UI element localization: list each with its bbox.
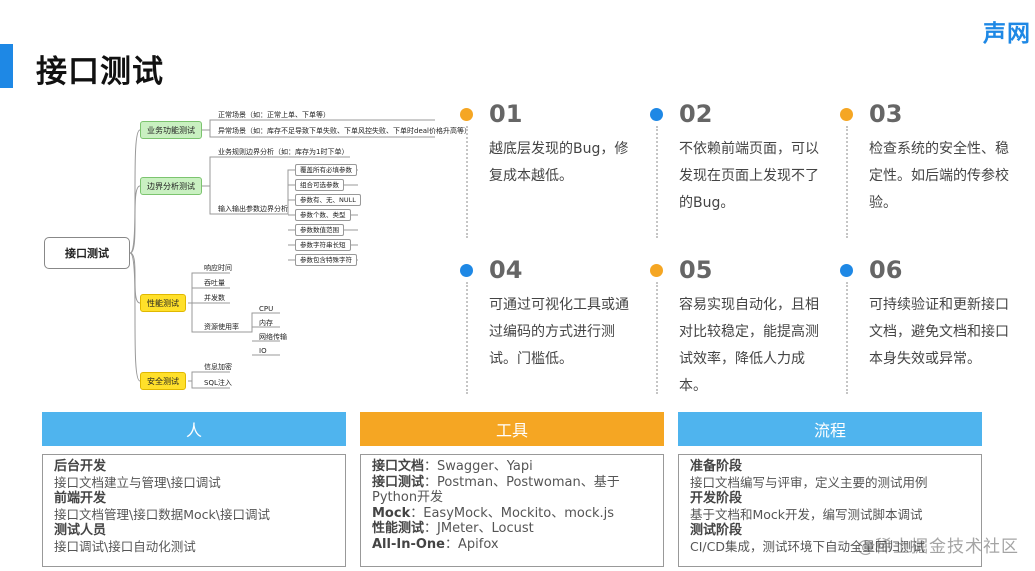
mindmap-boundary-io: 输入输出参数边界分析 [218,205,288,213]
mindmap-security-item: 信息加密 [204,363,232,371]
feature-text: 不依赖前端页面，可以发现在页面上发现不了的Bug。 [679,141,819,211]
tool-names: ：Swagger、Yapi [424,459,533,474]
feature-point: 02 不依赖前端页面，可以发现在页面上发现不了的Bug。 [650,100,825,240]
process-panel: 流程 准备阶段 接口文档编写与评审，定义主要的测试用例 开发阶段 基于文档和Mo… [678,412,982,567]
tool-names: ：Postman、Postwoman、基于Python开发 [372,474,620,506]
feature-point: 03 检查系统的安全性、稳定性。如后端的传参校验。 [840,100,1015,240]
mindmap-resource-item: 内存 [259,319,273,327]
blue-dot-icon [840,264,853,277]
feature-point: 05 容易实现自动化，且相对比较稳定，能提高测试效率，降低人力成本。 [650,256,825,396]
mindmap-io-item: 参数个数、类型 [295,209,351,221]
mindmap-performance-node: 性能测试 [140,294,186,312]
dotted-divider [846,126,848,238]
process-panel-header: 流程 [678,412,982,446]
mindmap-io-item: 参数字符串长短 [295,239,351,251]
blue-dot-icon [650,108,663,121]
tool-category: Mock [372,505,411,521]
group-detail: 接口文档建立与管理\接口调试 [54,475,221,490]
mindmap-resource-item: CPU [259,305,274,313]
feature-text: 检查系统的安全性、稳定性。如后端的传参校验。 [869,141,1009,211]
group-title: 后台开发 [54,459,107,474]
orange-dot-icon [650,264,663,277]
group-title: 准备阶段 [690,459,743,474]
group-detail: 接口文档管理\接口数据Mock\接口调试 [54,507,270,522]
dotted-divider [846,282,848,394]
mindmap-boundary-node: 边界分析测试 [140,177,202,195]
tool-names: ：EasyMock、Mockito、mock.js [410,505,615,521]
tools-panel: 工具 接口文档：Swagger、Yapi 接口测试：Postman、Postwo… [360,412,664,567]
group-detail: 基于文档和Mock开发，编写测试脚本调试 [690,507,923,522]
mindmap-io-item: 组合可选参数 [295,179,344,191]
tool-line: 接口测试：Postman、Postwoman、基于Python开发 [372,475,652,506]
group-detail: 接口调试\接口自动化测试 [54,539,196,554]
tool-category: 接口文档 [372,459,425,474]
group-detail: 接口文档编写与评审，定义主要的测试用例 [690,475,928,490]
mindmap-business-node: 业务功能测试 [140,121,202,139]
group-title: 前端开发 [54,491,107,506]
feature-text: 可通过可视化工具或通过编码的方式进行测试。门槛低。 [489,297,629,367]
mindmap-business-item: 正常场景（如：正常上单、下单等） [218,111,330,119]
tool-names: ：JMeter、Locust [424,521,534,536]
tool-category: All-In-One [372,536,445,552]
tool-line: 性能测试：JMeter、Locust [372,521,652,537]
mindmap-resource-node: 资源使用率 [204,323,239,331]
dotted-divider [656,126,658,238]
dotted-divider [656,282,658,394]
mindmap-io-item: 参数包含特殊字符 [295,254,357,266]
orange-dot-icon [840,108,853,121]
tool-line: 接口文档：Swagger、Yapi [372,459,652,475]
mindmap-io-item: 参数有、无、NULL [295,194,361,206]
feature-text: 可持续验证和更新接口文档，避免文档和接口本身失效或异常。 [869,297,1009,367]
page-title: 接口测试 [36,54,164,90]
feature-number: 05 [679,256,713,284]
mindmap-security-node: 安全测试 [140,372,186,390]
mindmap-io-item: 覆盖所有必填参数 [295,164,357,176]
tools-panel-header: 工具 [360,412,664,446]
feature-number: 01 [489,100,523,128]
mindmap-root-node: 接口测试 [44,237,130,269]
feature-number: 06 [869,256,903,284]
tools-panel-body: 接口文档：Swagger、Yapi 接口测试：Postman、Postwoman… [360,454,664,567]
dotted-divider [466,126,468,238]
mindmap-io-item: 参数数值范围 [295,224,344,236]
blue-dot-icon [460,264,473,277]
mindmap-performance-item: 响应时间 [204,264,232,272]
feature-point: 06 可持续验证和更新接口文档，避免文档和接口本身失效或异常。 [840,256,1015,396]
tool-line: Mock：EasyMock、Mockito、mock.js [372,506,652,522]
feature-number: 04 [489,256,523,284]
mindmap-business-item: 异常场景（如：库存不足导致下单失败、下单风控失败、下单时deal价格升高等） [218,127,471,135]
people-panel: 人 后台开发 接口文档建立与管理\接口调试 前端开发 接口文档管理\接口数据Mo… [42,412,346,567]
group-title: 测试阶段 [690,523,743,538]
people-panel-body: 后台开发 接口文档建立与管理\接口调试 前端开发 接口文档管理\接口数据Mock… [42,454,346,567]
feature-point: 04 可通过可视化工具或通过编码的方式进行测试。门槛低。 [460,256,635,396]
mindmap-resource-item: 网络传输 [259,333,287,341]
feature-text: 容易实现自动化，且相对比较稳定，能提高测试效率，降低人力成本。 [679,297,819,394]
people-panel-header: 人 [42,412,346,446]
dotted-divider [466,282,468,394]
group-title: 开发阶段 [690,491,743,506]
process-panel-body: 准备阶段 接口文档编写与评审，定义主要的测试用例 开发阶段 基于文档和Mock开… [678,454,982,567]
feature-number: 02 [679,100,713,128]
title-accent-bar [0,44,13,88]
mindmap-performance-item: 并发数 [204,294,225,302]
mindmap-performance-item: 吞吐量 [204,279,225,287]
tool-names: ：Apifox [444,536,499,552]
feature-number: 03 [869,100,903,128]
mindmap: 接口测试 业务功能测试 正常场景（如：正常上单、下单等） 异常场景（如：库存不足… [40,110,471,400]
group-title: 测试人员 [54,523,107,538]
feature-text: 越底层发现的Bug，修复成本越低。 [489,141,629,184]
feature-point: 01 越底层发现的Bug，修复成本越低。 [460,100,635,240]
group-detail: CI/CD集成，测试环境下自动全量回归测试 [690,539,925,554]
mindmap-resource-item: IO [259,347,267,355]
mindmap-security-item: SQL注入 [204,379,232,387]
mindmap-boundary-rule: 业务规则边界分析（如：库存为1时下单） [218,148,349,156]
brand-logo: 声网 [983,21,1031,47]
tool-line: All-In-One：Apifox [372,537,652,553]
tool-category: 接口测试 [372,474,425,490]
tool-category: 性能测试 [372,521,425,536]
orange-dot-icon [460,108,473,121]
watermark: @稀土掘金技术社区 [857,537,1019,557]
